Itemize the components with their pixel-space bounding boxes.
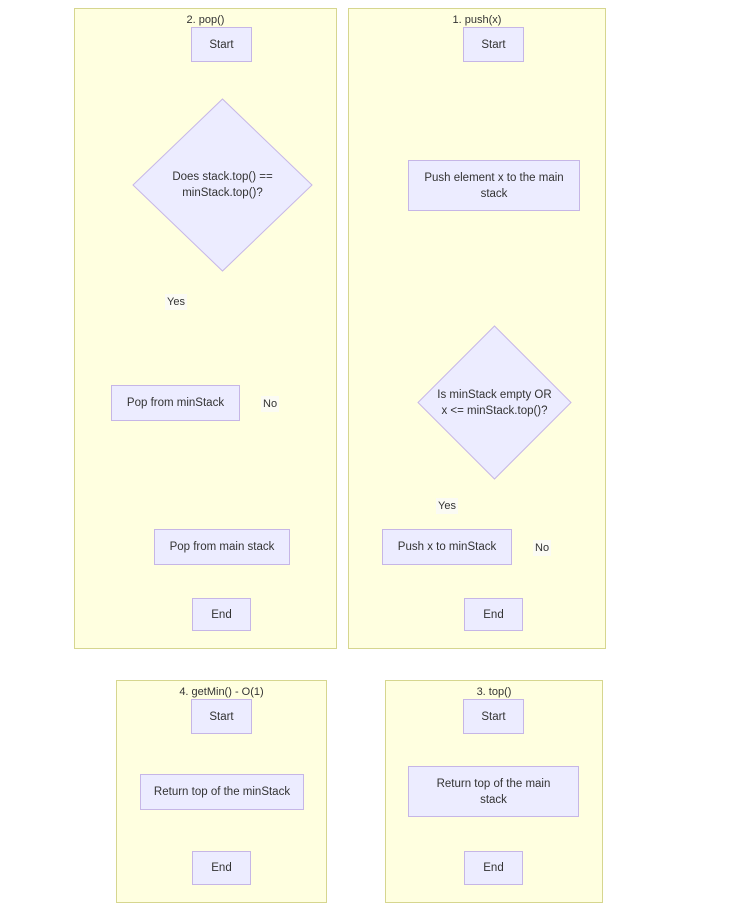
node-getmin-end-label: End [211, 862, 232, 874]
node-pop-start-label: Start [209, 38, 234, 51]
node-pop-mainstack-label: Pop from main stack [169, 541, 275, 553]
node-pop-start[interactable]: Start [191, 27, 252, 62]
node-push-end[interactable]: End [464, 598, 523, 631]
edge-label-pop-yes-text: Yes [167, 296, 185, 308]
node-top-return[interactable]: Return top of the main stack [408, 766, 579, 817]
edge-label-push-no: No [533, 540, 552, 556]
edge-label-pop-no: No [261, 396, 280, 412]
node-top-end-label: End [483, 862, 504, 874]
node-pop-end-label: End [211, 608, 232, 621]
node-top-start-label: Start [481, 710, 506, 723]
node-pop-decision[interactable]: Does stack.top() == minStack.top()? [132, 98, 313, 272]
edge-label-push-no-text: No [535, 542, 550, 554]
diamond-shape-icon [417, 325, 572, 480]
node-getmin-return-label: Return top of the minStack [153, 786, 291, 798]
node-push-end-label: End [483, 608, 504, 621]
node-pop-mainstack[interactable]: Pop from main stack [154, 529, 290, 565]
node-getmin-start-label: Start [209, 710, 234, 723]
node-push-minstack[interactable]: Push x to minStack [382, 529, 512, 565]
node-top-return-label: Return top of the main stack [437, 776, 551, 808]
diamond-shape-icon [132, 98, 313, 272]
panel-getmin-title: 4. getMin() - O(1) [179, 686, 264, 698]
edge-label-pop-yes: Yes [165, 294, 187, 310]
panel-push-title: 1. push(x) [452, 14, 502, 26]
node-push-main[interactable]: Push element x to the main stack [408, 160, 580, 211]
node-top-return-line2: stack [480, 793, 507, 806]
node-pop-end[interactable]: End [192, 598, 251, 631]
node-getmin-return[interactable]: Return top of the minStack [140, 774, 304, 810]
node-top-return-line1: Return top of the main [436, 777, 551, 790]
node-top-start[interactable]: Start [463, 699, 524, 734]
panel-pop-title: 2. pop() [186, 14, 225, 26]
node-getmin-start[interactable]: Start [191, 699, 252, 734]
node-getmin-end[interactable]: End [192, 851, 251, 885]
node-push-main-line2: stack [480, 187, 508, 200]
node-pop-minstack-label: Pop from minStack [126, 397, 225, 409]
node-top-end[interactable]: End [464, 851, 523, 885]
node-push-start-label: Start [481, 38, 506, 51]
node-push-start[interactable]: Start [463, 27, 524, 62]
node-pop-minstack[interactable]: Pop from minStack [111, 385, 240, 421]
edge-label-push-yes: Yes [436, 498, 458, 514]
node-push-decision[interactable]: Is minStack empty OR x <= minStack.top()… [417, 325, 572, 480]
node-push-minstack-label: Push x to minStack [397, 541, 497, 553]
node-push-main-line1: Push element x to the main [424, 171, 564, 184]
edge-label-pop-no-text: No [263, 398, 278, 410]
edge-label-push-yes-text: Yes [438, 500, 456, 512]
node-push-main-label: Push element x to the main stack [424, 170, 563, 202]
panel-top-title: 3. top() [476, 686, 512, 698]
